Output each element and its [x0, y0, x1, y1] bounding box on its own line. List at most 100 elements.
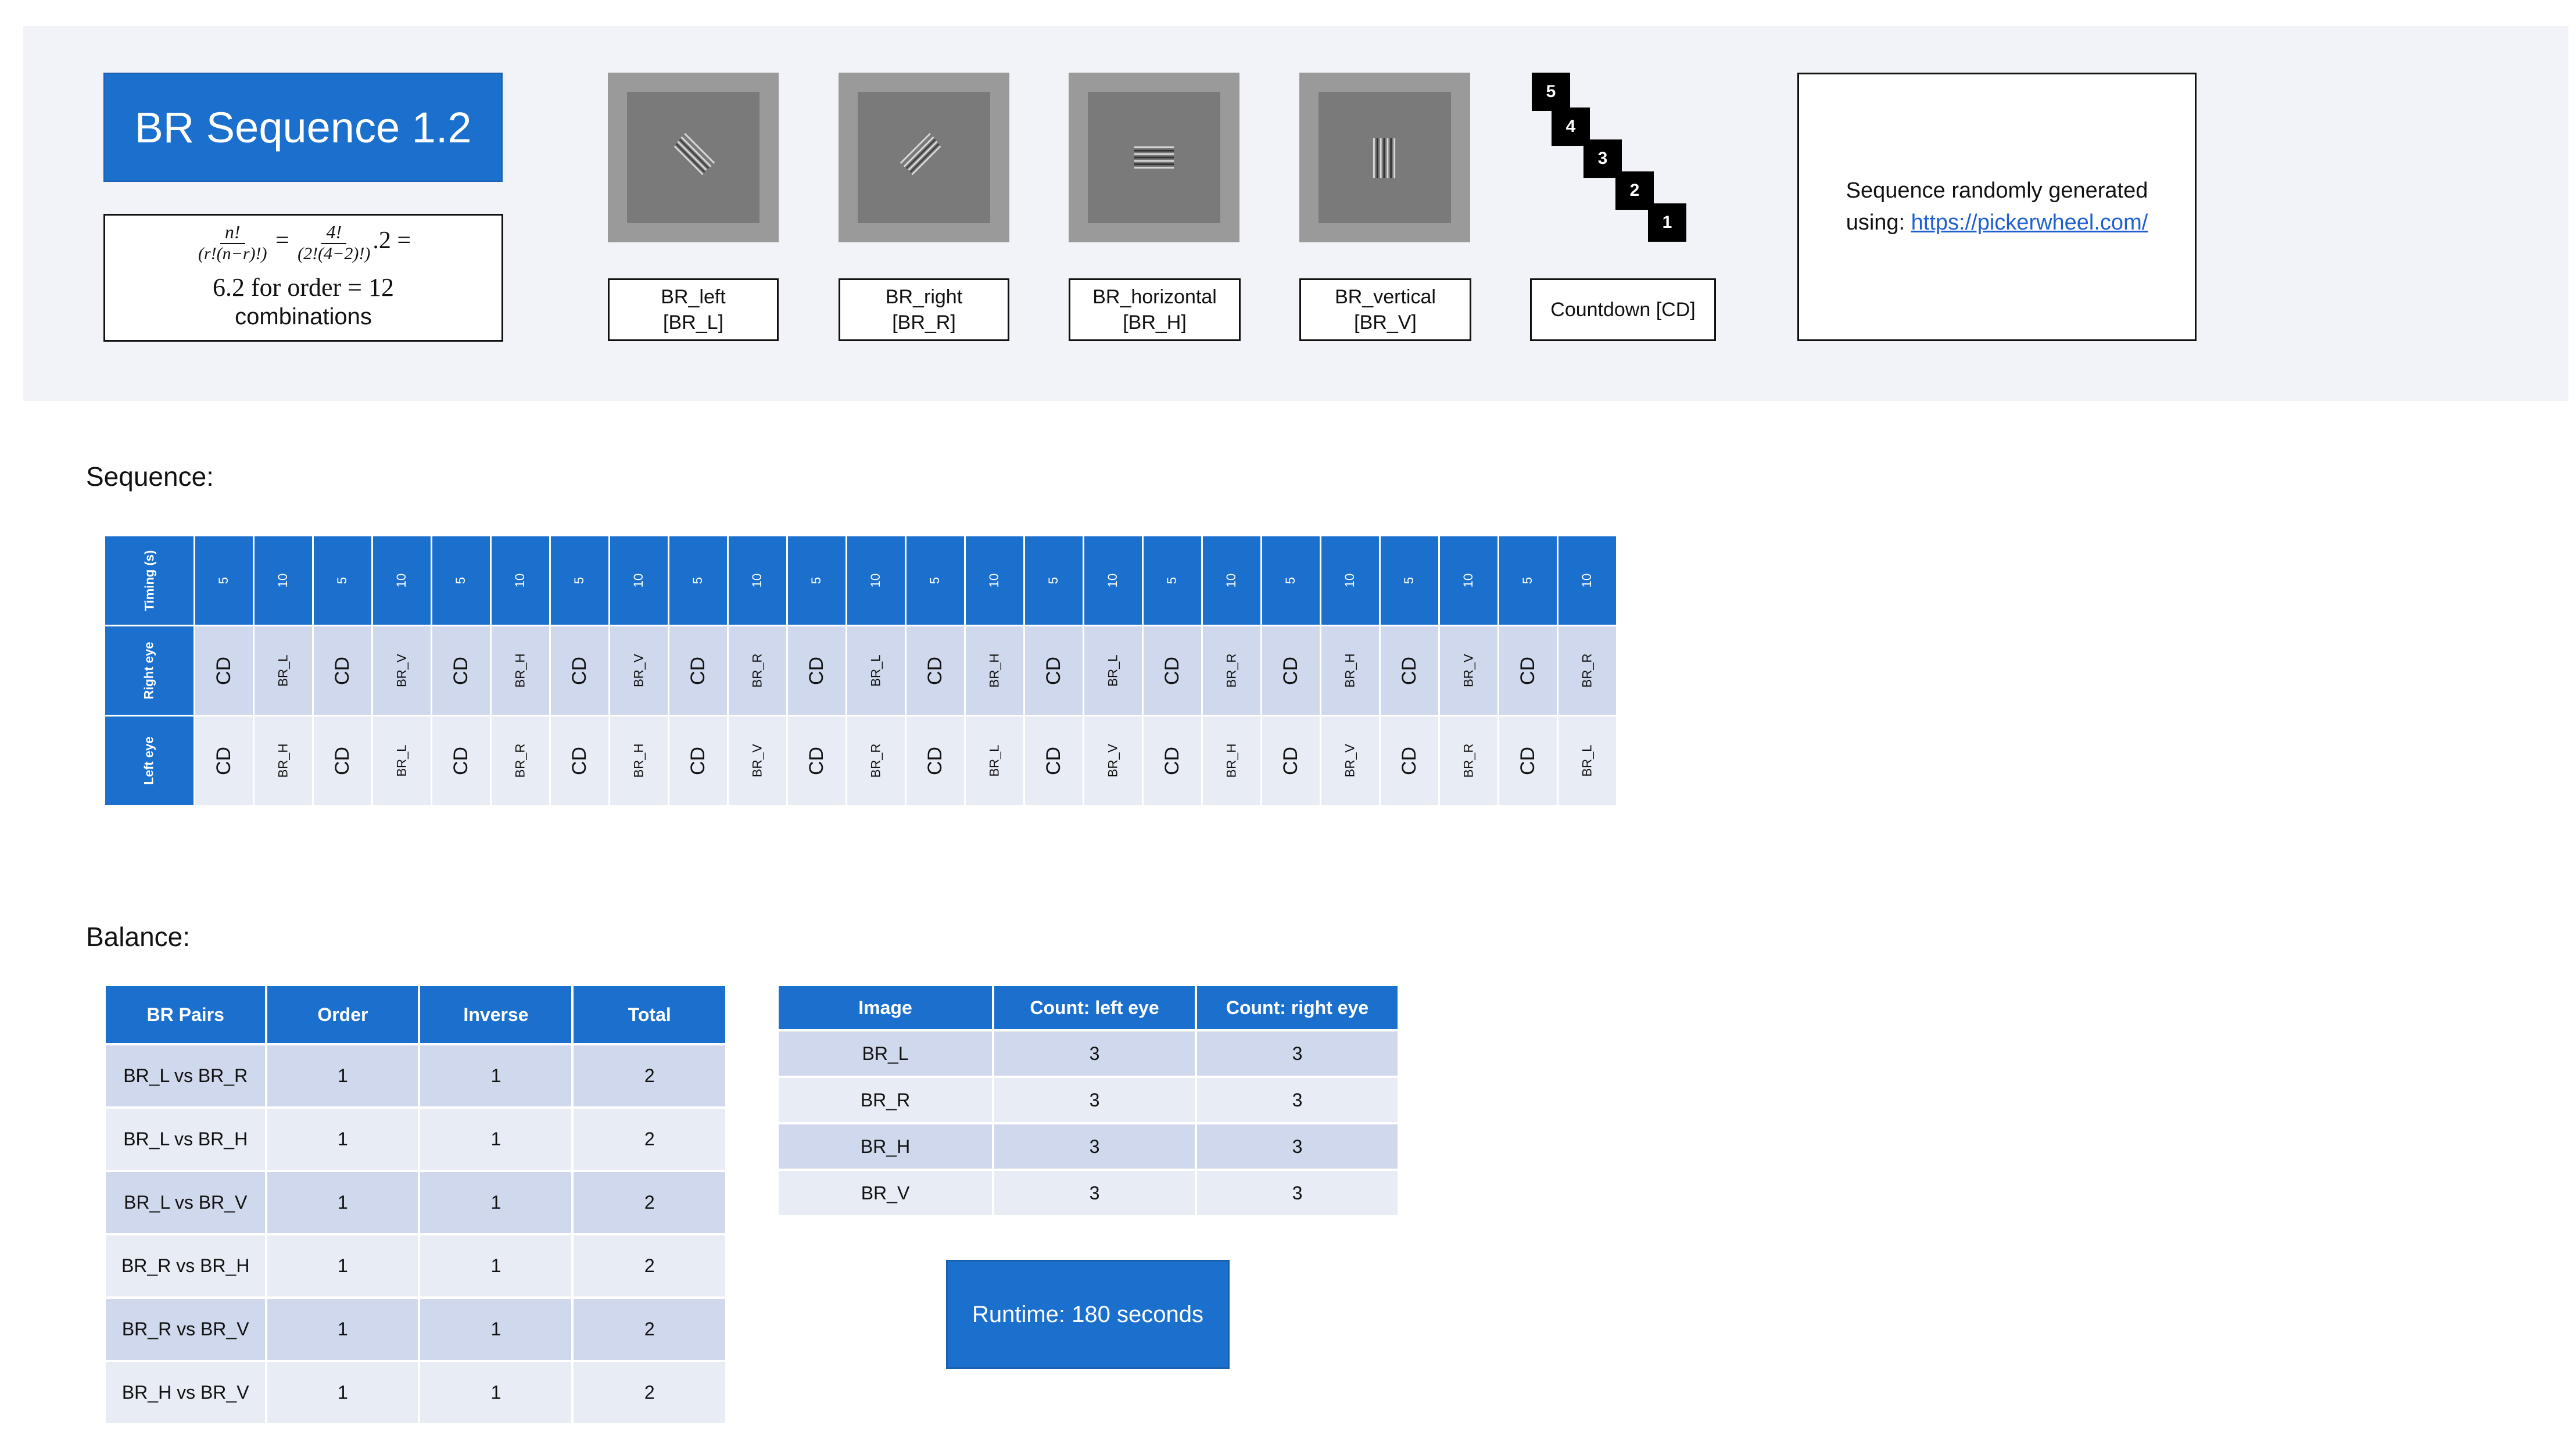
table-cell: 1 — [418, 1360, 574, 1425]
sequence-cell: CD — [1497, 625, 1559, 717]
sequence-cell: 10 — [1557, 535, 1618, 626]
table-cell: BR_R vs BR_V — [103, 1296, 268, 1362]
sequence-cell: 10 — [727, 535, 788, 626]
balance-heading: Balance: — [86, 922, 191, 952]
sequence-cell: CD — [786, 715, 847, 807]
column-header: Count: left eye — [992, 984, 1197, 1031]
column-header: Count: right eye — [1195, 984, 1400, 1031]
sequence-cell: CD — [431, 715, 492, 807]
table-cell: BR_L vs BR_V — [103, 1170, 268, 1235]
table-cell: 1 — [265, 1360, 421, 1425]
table-cell: 2 — [571, 1360, 728, 1425]
row-header: Left eye — [103, 715, 195, 807]
pickerwheel-link[interactable]: https://pickerwheel.com/ — [1911, 210, 2148, 235]
sequence-cell: BR_H — [490, 625, 551, 717]
table-cell: 3 — [992, 1169, 1197, 1217]
formula-result: 6.2 for order = 12 — [213, 273, 394, 302]
sequence-cell: 10 — [253, 535, 314, 626]
sequence-cell: 10 — [608, 535, 669, 626]
column-header: Inverse — [418, 984, 574, 1045]
table-cell: 3 — [1195, 1122, 1400, 1171]
table-cell: 1 — [265, 1296, 421, 1362]
sequence-cell: CD — [431, 625, 492, 717]
sequence-cell: BR_V — [608, 625, 669, 717]
table-cell: 2 — [571, 1170, 728, 1235]
countdown-digit: 4 — [1552, 108, 1590, 146]
sequence-cell: CD — [1023, 715, 1084, 807]
sequence-cell: BR_L — [845, 625, 907, 717]
table-cell: 2 — [571, 1233, 728, 1299]
sequence-cell: BR_L — [253, 625, 314, 717]
stimulus-label-vertical: BR_vertical[BR_V] — [1299, 278, 1471, 341]
table-cell: 2 — [571, 1043, 728, 1109]
generation-note: Sequence randomly generated using: https… — [1797, 73, 2197, 341]
countdown-digit: 2 — [1615, 171, 1654, 210]
sequence-cell: CD — [786, 625, 847, 717]
stimulus-image-vertical — [1299, 73, 1470, 242]
sequence-cell: CD — [1379, 625, 1440, 717]
sequence-cell: BR_L — [1083, 625, 1144, 717]
table-cell: BR_R — [776, 1076, 995, 1124]
sequence-cell: BR_R — [490, 715, 551, 807]
sequence-cell: BR_V — [727, 715, 788, 807]
stimulus-label-right: BR_right[BR_R] — [839, 278, 1009, 341]
table-cell: 3 — [1195, 1169, 1400, 1217]
countdown-digit: 5 — [1532, 73, 1570, 111]
sequence-cell: CD — [1260, 715, 1321, 807]
table-cell: 2 — [571, 1296, 728, 1362]
sequence-cell: 5 — [1142, 535, 1203, 626]
sequence-cell: CD — [1023, 625, 1084, 717]
sequence-cell: 10 — [1201, 535, 1262, 626]
sequence-cell: 5 — [668, 535, 729, 626]
sequence-cell: CD — [1497, 715, 1559, 807]
sequence-cell: 10 — [1320, 535, 1381, 626]
sequence-cell: 5 — [312, 535, 373, 626]
sequence-cell: BR_R — [1557, 625, 1618, 717]
sequence-cell: CD — [1142, 625, 1203, 717]
sequence-cell: BR_H — [1201, 715, 1262, 807]
sequence-cell: CD — [668, 715, 729, 807]
sequence-cell: CD — [668, 625, 729, 717]
countdown-digit: 1 — [1648, 203, 1686, 242]
table-cell: BR_V — [776, 1169, 995, 1217]
sequence-cell: BR_L — [964, 715, 1025, 807]
sequence-cell: 10 — [490, 535, 551, 626]
sequence-cell: CD — [194, 625, 255, 717]
sequence-cell: 5 — [905, 535, 966, 626]
table-cell: BR_R vs BR_H — [103, 1233, 268, 1299]
table-cell: 1 — [418, 1106, 574, 1172]
sequence-cell: BR_V — [1083, 715, 1144, 807]
stimulus-image-left — [608, 73, 779, 242]
countdown-label: Countdown [CD] — [1530, 278, 1716, 341]
formula-caption: combinations — [235, 304, 372, 329]
sequence-cell: CD — [312, 715, 373, 807]
sequence-cell: 10 — [964, 535, 1025, 626]
sequence-cell: CD — [194, 715, 255, 807]
page-title: BR Sequence 1.2 — [103, 73, 503, 182]
sequence-cell: CD — [905, 715, 966, 807]
stimulus-label-left: BR_left[BR_L] — [608, 278, 779, 341]
table-cell: 3 — [992, 1076, 1197, 1124]
table-cell: 1 — [418, 1170, 574, 1235]
sequence-cell: BR_V — [1320, 715, 1381, 807]
sequence-cell: 5 — [786, 535, 847, 626]
sequence-cell: BR_V — [1438, 625, 1499, 717]
table-cell: BR_L vs BR_H — [103, 1106, 268, 1172]
sequence-cell: 10 — [371, 535, 432, 626]
sequence-cell: CD — [312, 625, 373, 717]
table-cell: 3 — [992, 1029, 1197, 1078]
combination-formula: n!(r!(n−r)!) = 4!(2!(4−2)!).2 = 6.2 for … — [103, 214, 503, 342]
row-header: Timing (s) — [103, 535, 195, 626]
